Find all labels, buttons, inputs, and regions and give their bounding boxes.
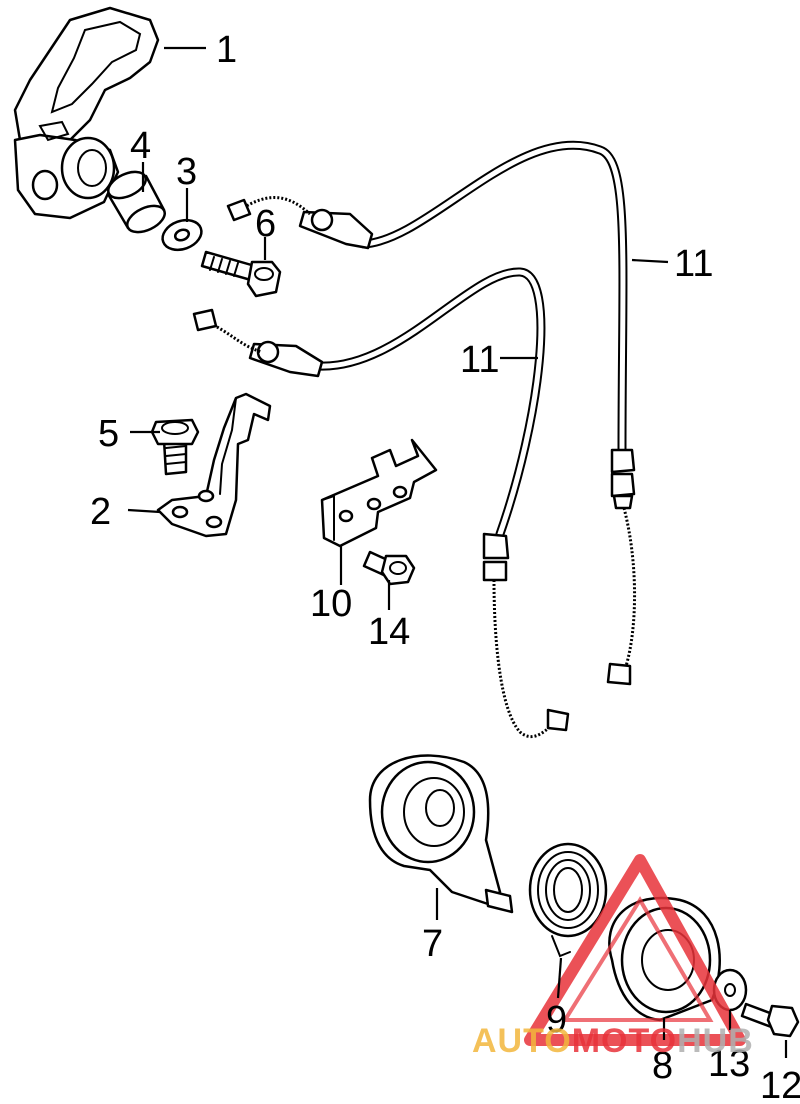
part-9-spring	[528, 842, 608, 958]
part-11-upper-cable	[226, 140, 637, 686]
callout-12: 12	[760, 1065, 800, 1104]
watermark-moto: MOTO	[572, 1022, 677, 1060]
part-5-bolt	[150, 418, 200, 476]
part-6-bolt	[200, 250, 282, 298]
watermark-logo	[524, 854, 746, 1046]
callout-11-lower: 11	[460, 339, 499, 381]
callout-6: 6	[255, 203, 276, 245]
callout-10: 10	[310, 583, 352, 625]
leader-lines	[127, 46, 788, 1058]
callout-13: 13	[708, 1043, 750, 1085]
part-10-bracket	[320, 438, 438, 548]
part-7-pulley	[368, 754, 514, 914]
callout-labels: 1 4 3 6 11 11 5 2 10 14 7 9 8 13 12	[90, 29, 800, 1104]
callout-11-upper: 11	[674, 243, 713, 285]
callout-7: 7	[422, 923, 443, 965]
watermark-triangle	[524, 854, 746, 1046]
part-4-collar	[106, 170, 166, 234]
callout-9: 9	[546, 999, 567, 1041]
watermark-auto: AUTO	[472, 1022, 572, 1060]
part-14-bolt	[362, 550, 416, 586]
part-3-washer	[161, 218, 203, 252]
callout-2: 2	[90, 491, 111, 533]
callout-8: 8	[652, 1045, 673, 1087]
watermark-hub: HUB	[677, 1022, 754, 1060]
part-11-lower-cable	[192, 267, 570, 739]
callout-14: 14	[368, 611, 410, 653]
callout-1: 1	[216, 29, 237, 71]
callout-3: 3	[176, 151, 197, 193]
watermark-triangle-inner	[561, 896, 714, 1022]
part-12-bolt	[740, 1002, 800, 1038]
watermark-text: AUTOMOTOHUB	[472, 1022, 754, 1060]
callout-5: 5	[98, 413, 119, 455]
part-2-bracket	[156, 392, 272, 538]
callout-4: 4	[130, 125, 151, 167]
